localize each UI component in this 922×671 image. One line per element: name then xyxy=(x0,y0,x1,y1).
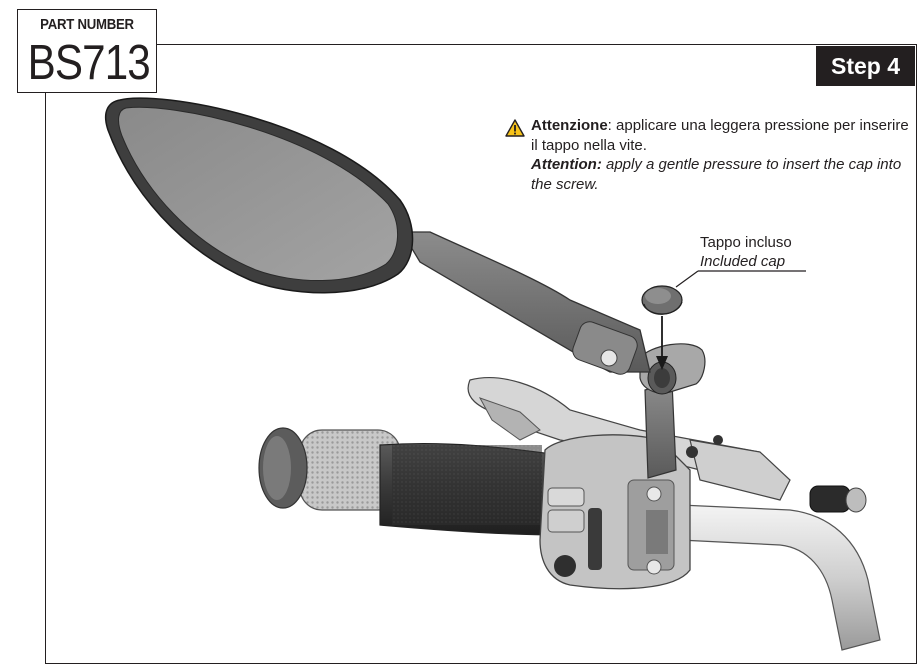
cap-callout: Tappo incluso Included cap xyxy=(700,233,792,271)
handlebar xyxy=(679,504,881,651)
cap-callout-en: Included cap xyxy=(700,253,786,270)
note-en-heading: Attention: xyxy=(531,156,602,173)
note-it-heading: Attenzione xyxy=(531,117,608,134)
part-number-box: PART NUMBER BS713 xyxy=(17,9,157,93)
note-en-text: apply a gentle pressure to insert the ca… xyxy=(531,156,902,193)
part-number-value: BS713 xyxy=(27,36,151,90)
insert-arrow xyxy=(656,316,668,370)
mirror-arm xyxy=(400,231,651,375)
step-badge: Step 4 xyxy=(816,46,915,86)
handlebar-grip xyxy=(258,427,561,536)
instruction-frame xyxy=(45,44,917,664)
brake-lever xyxy=(467,377,867,513)
mirror-head xyxy=(104,97,414,294)
note-it-text: : applicare una leggera pressione per in… xyxy=(531,117,909,154)
warning-icon xyxy=(505,119,525,137)
cap-callout-it: Tappo incluso xyxy=(700,234,792,251)
part-number-label: PART NUMBER xyxy=(40,16,134,33)
included-cap xyxy=(641,285,683,315)
mirror-mount-post xyxy=(639,343,706,479)
callout-leader xyxy=(675,270,806,288)
attention-note: Attenzione: applicare una leggera pressi… xyxy=(531,116,911,194)
